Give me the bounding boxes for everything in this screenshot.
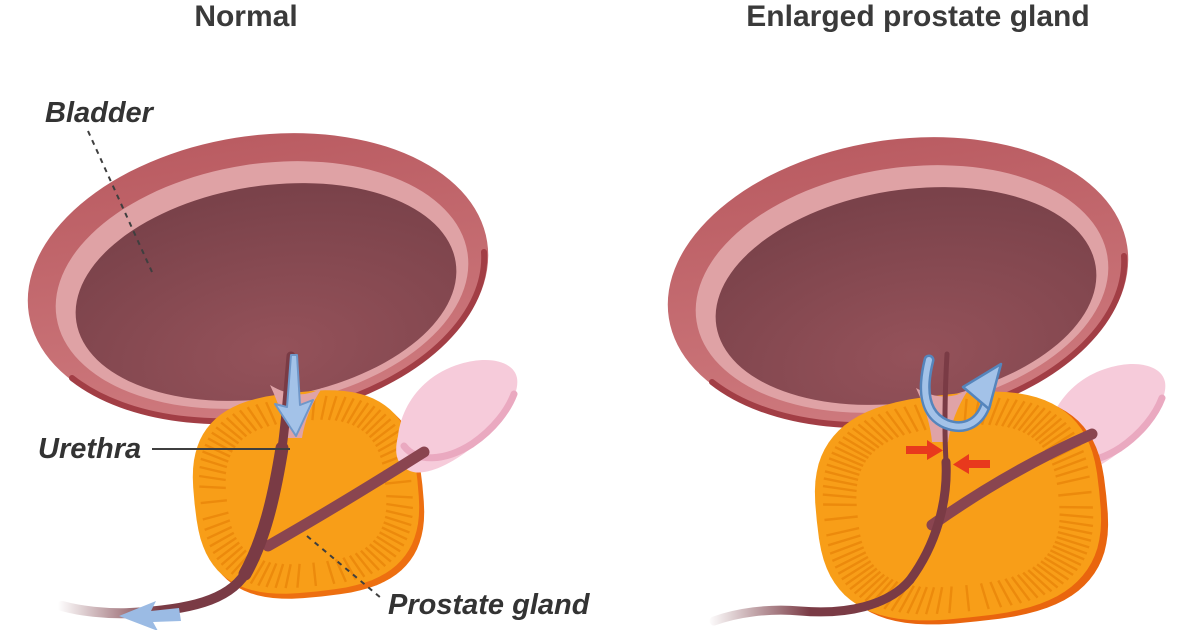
prostate-pointer-line	[306, 535, 382, 599]
prostate-gland-shape-enlarged	[814, 391, 1109, 625]
panel-normal: Normal Bladder Urethra Prostate gland	[7, 0, 591, 630]
urethra-tube-compressed	[709, 351, 951, 626]
prostate-label: Prostate gland	[388, 589, 591, 621]
prostate-gland-shape	[192, 390, 425, 599]
compression-arrow-right	[953, 454, 990, 474]
urine-exit-arrow	[119, 601, 181, 630]
panel-title-enlarged: Enlarged prostate gland	[746, 0, 1089, 33]
ejaculatory-duct	[926, 428, 1098, 531]
panel-title-normal: Normal	[194, 0, 297, 33]
panel-enlarged: Enlarged prostate gland	[647, 0, 1166, 626]
bladder-label: Bladder	[45, 97, 155, 129]
ejaculatory-duct	[262, 446, 430, 552]
compression-arrow-left	[906, 440, 943, 460]
urine-backflow-arrow	[919, 354, 1003, 432]
urine-flow-down-arrow	[274, 354, 314, 437]
urethra-label: Urethra	[38, 433, 141, 465]
